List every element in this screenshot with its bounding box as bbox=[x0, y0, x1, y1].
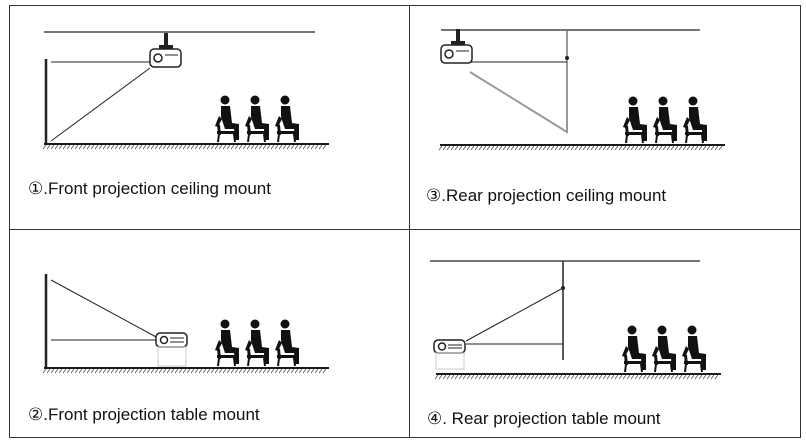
seated-person-icon bbox=[245, 319, 269, 367]
panel-rear-table: ④. Rear projection table mount bbox=[410, 230, 800, 437]
projector-icon bbox=[155, 332, 188, 367]
floor bbox=[434, 373, 721, 380]
rear-table-diagram bbox=[430, 260, 721, 380]
panel-front-ceiling: ①.Front projection ceiling mount bbox=[10, 6, 409, 229]
seated-person-icon bbox=[275, 95, 299, 143]
front-ceiling-diagram bbox=[42, 31, 329, 150]
table-border-bottom bbox=[9, 437, 801, 438]
caption-front-table: ②.Front projection table mount bbox=[28, 405, 260, 424]
floor bbox=[42, 143, 329, 150]
seated-person-icon bbox=[652, 325, 676, 373]
audience-icon bbox=[215, 319, 299, 367]
caption-rear-table: ④. Rear projection table mount bbox=[427, 409, 661, 428]
seated-person-icon bbox=[683, 96, 707, 144]
screen-mount-dot bbox=[565, 56, 569, 60]
audience-icon bbox=[623, 96, 707, 144]
seated-person-icon bbox=[275, 319, 299, 367]
table-divider-vertical bbox=[409, 5, 410, 438]
seated-person-icon bbox=[215, 319, 239, 367]
seated-person-icon bbox=[245, 95, 269, 143]
panel-front-table: ②.Front projection table mount bbox=[10, 230, 409, 437]
panel-rear-ceiling: ③.Rear projection ceiling mount bbox=[410, 6, 800, 229]
seated-person-icon bbox=[622, 325, 646, 373]
front-table-diagram bbox=[42, 274, 329, 374]
projector-icon bbox=[433, 339, 466, 370]
seated-person-icon bbox=[215, 95, 239, 143]
mounting-options-table: ①.Front projection ceiling mount ③.Rear … bbox=[9, 5, 801, 438]
beam-bottom bbox=[469, 71, 568, 133]
projector-icon bbox=[440, 29, 473, 64]
seated-person-icon bbox=[682, 325, 706, 373]
audience-icon bbox=[215, 95, 299, 143]
audience-icon bbox=[622, 325, 706, 373]
table-border-top bbox=[9, 5, 801, 6]
table-border-left bbox=[9, 5, 10, 438]
table-divider-horizontal bbox=[9, 229, 801, 230]
beam-top bbox=[465, 287, 564, 342]
table-border-right bbox=[800, 5, 801, 438]
projector-icon bbox=[149, 33, 182, 68]
floor bbox=[438, 144, 725, 151]
seated-person-icon bbox=[653, 96, 677, 144]
caption-rear-ceiling: ③.Rear projection ceiling mount bbox=[426, 186, 667, 205]
beam-bottom bbox=[50, 67, 151, 142]
rear-ceiling-diagram bbox=[438, 29, 725, 151]
caption-front-ceiling: ①.Front projection ceiling mount bbox=[28, 179, 271, 198]
seated-person-icon bbox=[623, 96, 647, 144]
floor bbox=[42, 367, 329, 374]
beam-top bbox=[50, 279, 159, 339]
